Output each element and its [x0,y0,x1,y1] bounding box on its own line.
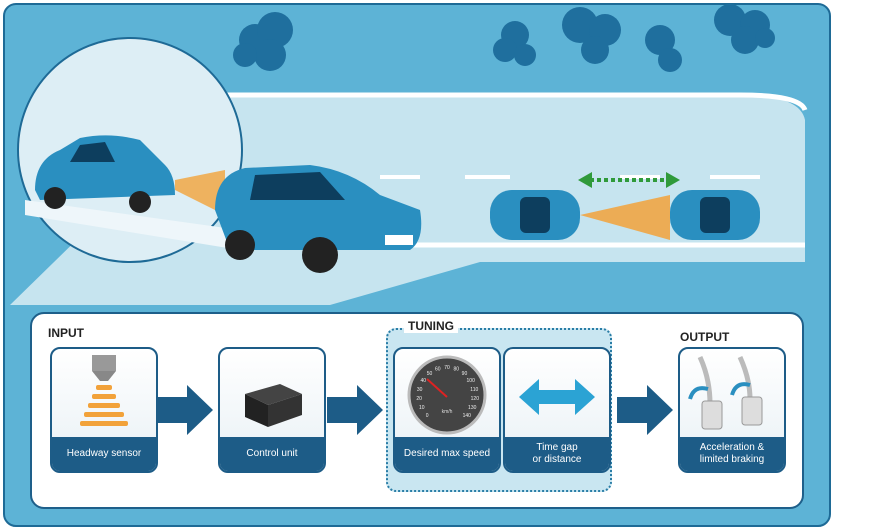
speed-tick-label: 50 [427,371,433,377]
radar-sensor-icon [80,355,128,426]
card-time-gap: Time gap or distance [503,347,611,473]
car-inset-icon [35,135,175,213]
flow-arrow-icon [157,385,213,435]
speed-tick-label: 80 [453,367,459,373]
sensor-beam [175,170,225,215]
speed-tick-label: 110 [470,387,478,393]
output-label: OUTPUT [680,330,730,344]
card-caption: Control unit [220,437,324,471]
speed-tick-label: 90 [462,371,468,377]
card-caption: Desired max speed [395,437,499,471]
speed-tick-label: 60 [435,367,441,373]
speed-tick-label: 0 [426,413,429,419]
card-caption: Time gap or distance [505,437,609,471]
double-arrow-icon [519,379,595,415]
gap-arrow-icon [578,172,680,188]
flow-arrow-icon [327,385,383,435]
speed-tick-label: 20 [416,396,422,402]
card-control-unit: Control unit [218,347,326,473]
speed-tick-label: 130 [468,405,477,411]
speed-tick-label: 10 [419,405,425,411]
card-headway-sensor: Headway sensor [50,347,158,473]
radar-beam [580,195,670,240]
car-top-right-icon [670,190,760,240]
car-top-left-icon [490,190,580,240]
input-label: INPUT [48,326,84,340]
speed-tick-label: 70 [444,365,450,371]
tuning-label: TUNING [404,319,458,333]
clouds-icon [233,4,775,72]
speed-tick-label: 30 [417,387,423,393]
speed-tick-label: 40 [421,378,427,384]
speed-tick-label: 120 [471,396,480,402]
speed-unit: km/h [442,409,453,415]
control-box-icon [245,384,302,427]
flow-arrow-icon [617,385,673,435]
speed-tick-label: 140 [463,413,472,419]
car-front-icon [215,165,422,273]
card-acceleration-braking: Acceleration & limited braking [678,347,786,473]
speed-tick-label: 100 [467,378,476,384]
pedals-icon [688,355,763,430]
card-caption: Acceleration & limited braking [680,437,784,471]
card-caption: Headway sensor [52,437,156,471]
